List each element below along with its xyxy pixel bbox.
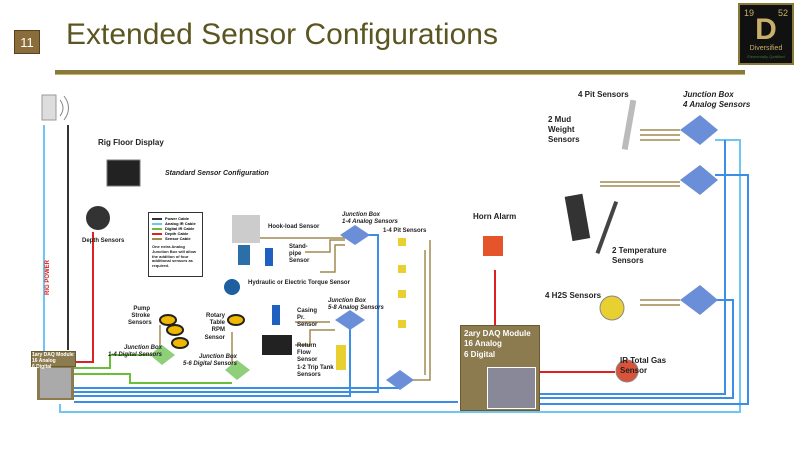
legend-item-power: Power Cable [152, 216, 199, 221]
analog-junction-boxes [335, 115, 718, 390]
daq2-line1: 2ary DAQ Module [464, 329, 531, 338]
rotary-label: Rotary Table RPM Sensor [204, 313, 225, 341]
digital-junction-boxes [150, 345, 250, 380]
rig-power-label: RIG POWER [45, 259, 51, 295]
horn-alarm-label: Horn Alarm [473, 212, 517, 221]
daq-line2: 16 Analog [32, 358, 56, 364]
digital-cable [74, 354, 160, 369]
legend-item-depth: Depth Cable [152, 231, 199, 236]
slide-title: Extended Sensor Configurations [66, 18, 498, 51]
logo-number-left: 19 [744, 8, 755, 18]
legend-item-sensor: Sensor Cable [152, 236, 199, 241]
hookload-sensor-icon [232, 215, 260, 243]
analog-cable [540, 140, 726, 395]
casing-label: Casing Pr. Sensor [297, 308, 318, 329]
standpipe-label: Stand-pipe Sensor [289, 244, 310, 265]
daq2-photo [487, 367, 536, 409]
logo-word: Diversified [749, 45, 783, 52]
trip-tank-label: 1-2 Trip Tank Sensors [297, 365, 334, 379]
gas-sensor-label: IR Total Gas Sensor [620, 356, 667, 375]
slide-number: 11 [14, 30, 40, 54]
pit-sensors-right-label: 4 Pit Sensors [578, 90, 629, 99]
logo-letter: D [755, 13, 777, 46]
depth-cable [74, 232, 94, 363]
torque-label: Hydraulic or Electric Torque Sensor [248, 280, 350, 286]
logo-tagline: Elementally Qualified [747, 54, 785, 59]
legend-item-digital: Digital IR Cable [152, 226, 199, 231]
rig-floor-display-label: Rig Floor Display [98, 138, 164, 147]
hookload-label: Hook-load Sensor [268, 224, 320, 230]
digital-cable [74, 373, 232, 384]
horn-alarm-icon [483, 236, 503, 256]
pit-sensors-label: 1-4 Pit Sensors [383, 228, 427, 234]
cable-legend: Power Cable Analog IR Cable Digital IR C… [148, 212, 203, 277]
legend-item-analog: Analog IR Cable [152, 221, 199, 226]
analog-cable [540, 174, 749, 405]
daq2-line2: 16 Analog [464, 339, 502, 349]
return-flow-label: Return Flow Sensor [297, 343, 318, 364]
legend-note: One extra Analog Junction Box will allow… [152, 244, 197, 269]
primary-daq-module: 1ary DAQ Module 16 Analog 6 Digital [31, 351, 76, 370]
standard-config-label: Standard Sensor Configuration [165, 170, 269, 177]
daq-line3: 6 Digital [32, 364, 52, 370]
daq-line1: 1ary DAQ Module [32, 352, 74, 358]
wifi-sensor-icon [41, 94, 57, 121]
analog-cable [59, 139, 741, 413]
title-divider [55, 70, 745, 75]
depth-sensors-label: Depth Sensors [82, 238, 125, 244]
analog-cable [74, 320, 351, 397]
temperature-label: 2 Temperature Sensors [612, 246, 667, 265]
logo-number-right: 52 [777, 8, 788, 18]
depth-sensor-icon [86, 206, 110, 230]
company-logo: 19 52 D Diversified Elementally Qualifie… [738, 3, 794, 65]
mud-weight-label: 2 Mud Weight Sensors [548, 115, 580, 144]
rig-floor-display-icon [106, 159, 141, 187]
daq2-line3: 6 Digital [464, 349, 496, 359]
h2s-label: 4 H2S Sensors [545, 291, 602, 300]
analog-cable [540, 299, 734, 399]
pump-stroke-label: Pump Stroke Sensors [128, 306, 152, 327]
